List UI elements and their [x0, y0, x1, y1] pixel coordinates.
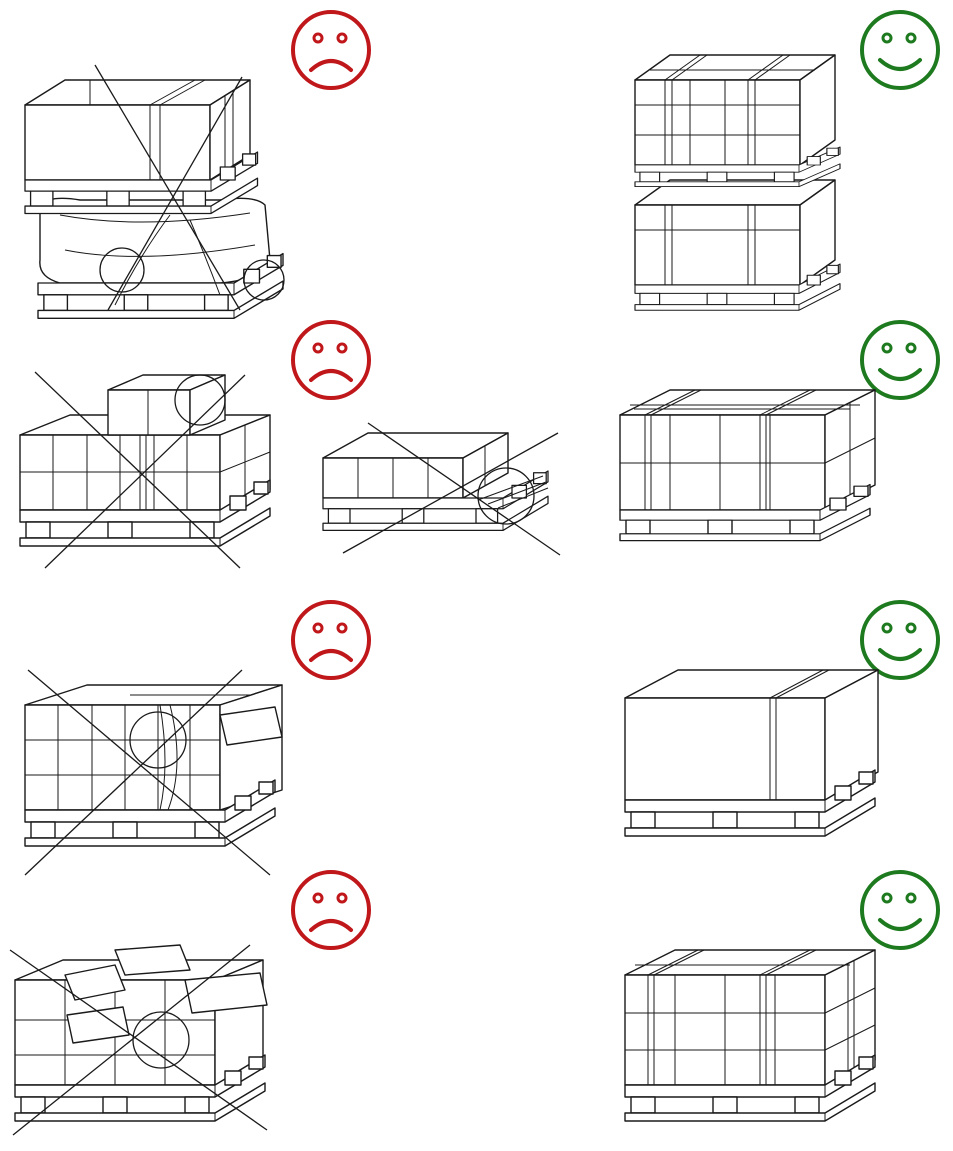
bad-load-two-pallet-stack: [20, 55, 290, 315]
good-load-cross-strapped: [620, 935, 885, 1145]
bad-load-overhanging-pile: [20, 360, 280, 570]
good-load-single-carton: [620, 660, 885, 860]
sad-face-icon: [289, 318, 373, 402]
sad-face-icon: [289, 868, 373, 952]
good-load-corner-protected: [620, 385, 885, 555]
good-load-two-pallet-stack: [630, 45, 850, 310]
sad-face-icon: [289, 8, 373, 92]
bad-load-misaligned-boxes: [20, 665, 290, 885]
happy-face-icon: [858, 8, 942, 92]
bad-load-irregular-pile: [5, 935, 280, 1145]
bad-load-underloaded-pallet: [318, 418, 568, 563]
sad-face-icon: [289, 598, 373, 682]
